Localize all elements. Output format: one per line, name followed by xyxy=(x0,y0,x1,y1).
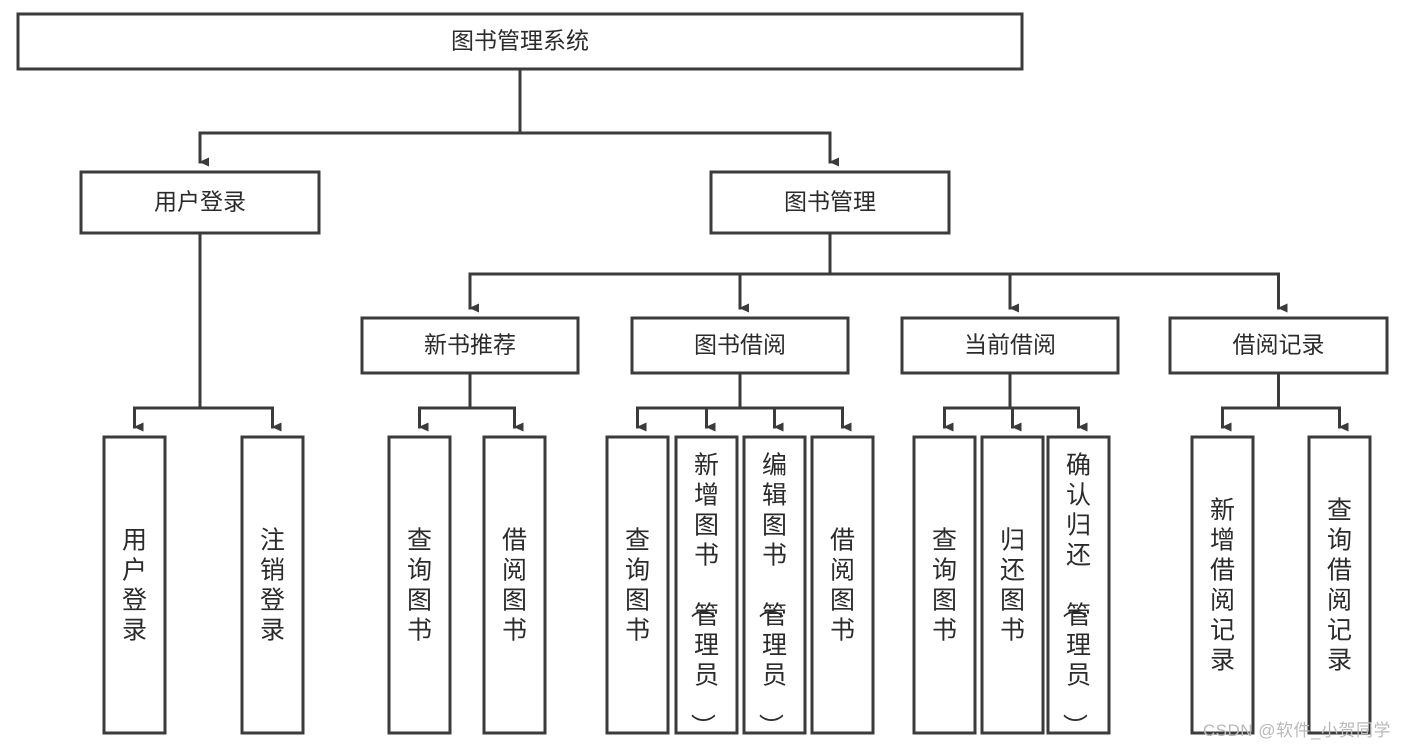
node-label: 注销登录 xyxy=(260,526,285,644)
node-box[interactable] xyxy=(102,435,167,735)
node-label: 当前借阅 xyxy=(964,332,1056,358)
node-leaf-6[interactable]: 编辑图书（管理员） xyxy=(742,435,807,738)
node-box[interactable] xyxy=(1046,435,1111,735)
node-label: 图书管理系统 xyxy=(451,28,589,54)
node-leaf-5[interactable]: 新增图书（管理员） xyxy=(674,435,739,738)
node-box[interactable] xyxy=(674,435,739,735)
node-leaf-4[interactable]: 查询图书 xyxy=(605,435,670,735)
node-box[interactable] xyxy=(1190,435,1255,735)
node-label: 借阅图书 xyxy=(502,526,527,644)
node-leaf-7[interactable]: 借阅图书 xyxy=(810,435,875,735)
node-leaf-9[interactable]: 归还图书 xyxy=(980,435,1045,735)
watermark-text: CSDN @软件_小贺同学 xyxy=(1202,721,1391,740)
node-box[interactable] xyxy=(240,435,305,735)
node-label: 查询借阅记录 xyxy=(1327,496,1352,674)
node-leaf-8[interactable]: 查询图书 xyxy=(912,435,977,735)
node-level3-3[interactable]: 借阅记录 xyxy=(1168,316,1389,375)
node-leaf-3[interactable]: 借阅图书 xyxy=(482,435,547,735)
node-label: 用户登录 xyxy=(154,189,246,215)
nodes-layer: 图书管理系统用户登录图书管理新书推荐图书借阅当前借阅借阅记录用户登录注销登录查询… xyxy=(16,12,1389,738)
node-box[interactable] xyxy=(742,435,807,735)
node-level3-2[interactable]: 当前借阅 xyxy=(900,316,1120,375)
node-level3-1[interactable]: 图书借阅 xyxy=(630,316,850,375)
node-box[interactable] xyxy=(810,435,875,735)
node-leaf-0[interactable]: 用户登录 xyxy=(102,435,167,735)
node-level3-0[interactable]: 新书推荐 xyxy=(360,316,580,375)
node-label: 图书管理 xyxy=(784,189,876,215)
node-label: 图书借阅 xyxy=(694,332,786,358)
node-box[interactable] xyxy=(360,316,580,375)
node-label: 新书推荐 xyxy=(424,332,516,358)
node-level2-0[interactable]: 用户登录 xyxy=(79,170,321,235)
edges-layer xyxy=(133,67,1349,432)
node-label: 查询图书 xyxy=(407,526,432,644)
node-leaf-11[interactable]: 新增借阅记录 xyxy=(1190,435,1255,735)
node-box[interactable] xyxy=(630,316,850,375)
node-box[interactable] xyxy=(482,435,547,735)
node-box[interactable] xyxy=(1307,435,1372,735)
node-label: 查询图书 xyxy=(625,526,650,644)
node-label: 查询图书 xyxy=(932,526,957,644)
node-box[interactable] xyxy=(79,170,321,235)
node-leaf-12[interactable]: 查询借阅记录 xyxy=(1307,435,1372,735)
node-label: 借阅记录 xyxy=(1233,332,1325,358)
node-box[interactable] xyxy=(709,170,951,235)
node-label: 新增借阅记录 xyxy=(1210,496,1235,674)
node-root[interactable]: 图书管理系统 xyxy=(16,12,1024,71)
node-level2-1[interactable]: 图书管理 xyxy=(709,170,951,235)
node-box[interactable] xyxy=(912,435,977,735)
node-box[interactable] xyxy=(900,316,1120,375)
node-label: 新增图书（管理员） xyxy=(688,451,719,738)
node-leaf-1[interactable]: 注销登录 xyxy=(240,435,305,735)
node-label: 编辑图书（管理员） xyxy=(756,451,787,738)
node-box[interactable] xyxy=(387,435,452,735)
node-box[interactable] xyxy=(16,12,1024,71)
node-label: 归还图书 xyxy=(1000,526,1025,644)
node-box[interactable] xyxy=(1168,316,1389,375)
node-leaf-2[interactable]: 查询图书 xyxy=(387,435,452,735)
node-leaf-10[interactable]: 确认归还（管理员） xyxy=(1046,435,1111,738)
node-label: 确认归还（管理员） xyxy=(1060,451,1091,738)
node-box[interactable] xyxy=(980,435,1045,735)
node-label: 借阅图书 xyxy=(830,526,855,644)
node-box[interactable] xyxy=(605,435,670,735)
node-label: 用户登录 xyxy=(122,526,147,644)
